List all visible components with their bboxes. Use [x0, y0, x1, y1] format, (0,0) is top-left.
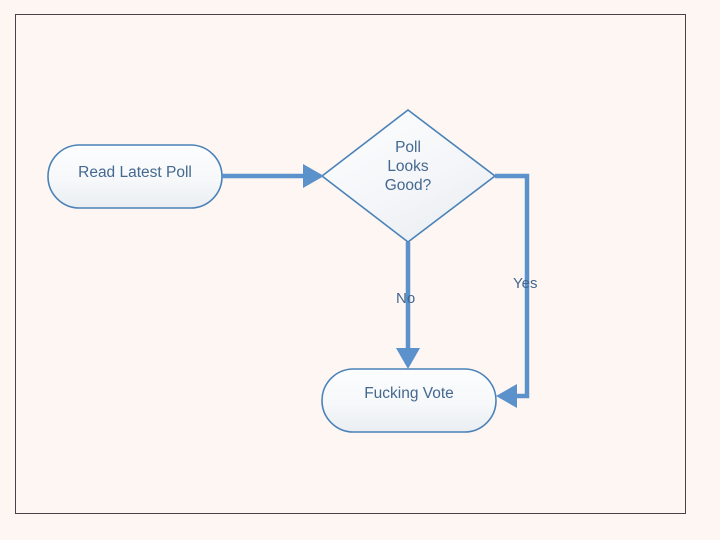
node-decision-shape[interactable] [320, 108, 497, 244]
node-start-shape[interactable] [47, 144, 223, 209]
edge-decision-yes-to-end [495, 173, 530, 408]
node-end-shape[interactable] [321, 368, 497, 433]
edge-start-to-decision [222, 164, 324, 188]
edge-decision-no-to-end [396, 242, 420, 369]
slide-border [15, 14, 686, 514]
